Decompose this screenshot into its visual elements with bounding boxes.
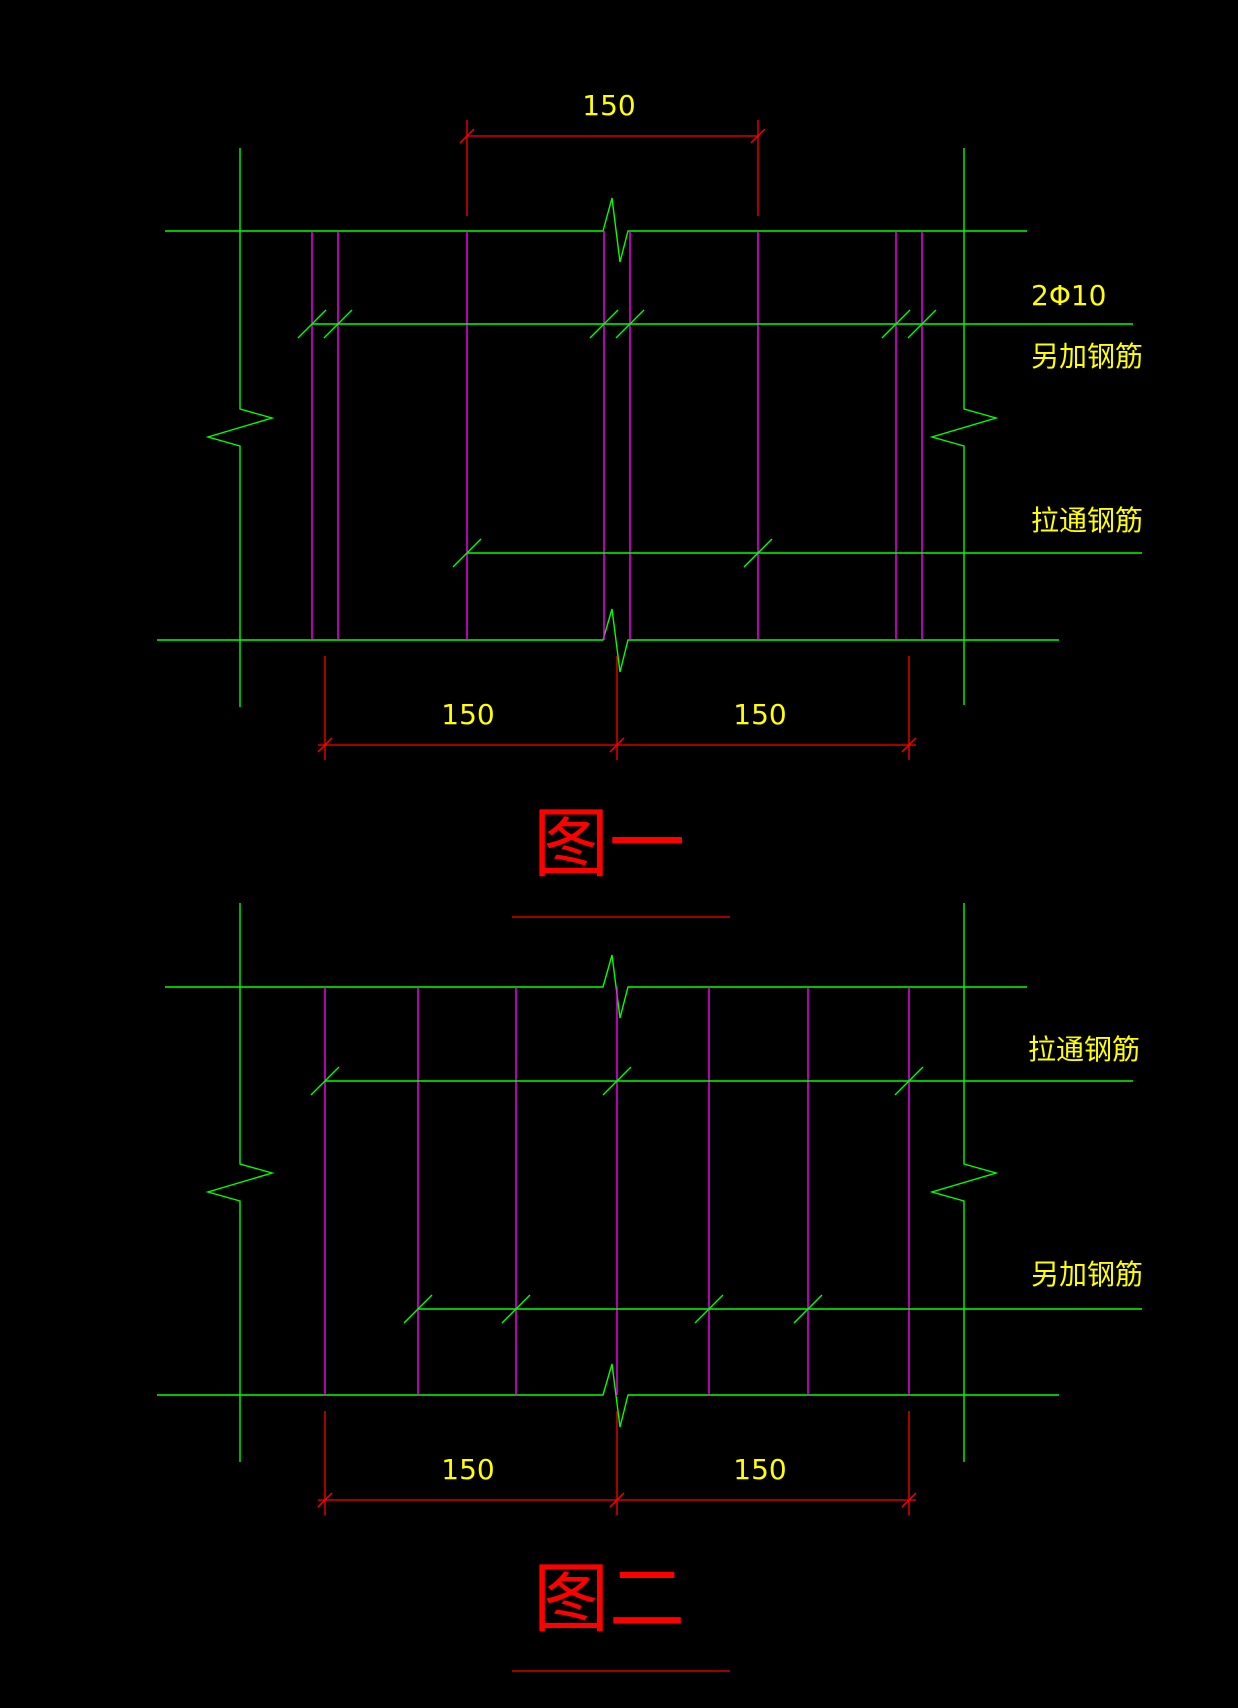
fig1-dim-tick bbox=[901, 737, 917, 753]
fig2-bottom-dimension-left: 150 bbox=[441, 1453, 494, 1486]
fig1-dim-tick bbox=[750, 128, 766, 144]
fig2-additional-rebar-label: 另加钢筋 bbox=[1031, 1258, 1143, 1291]
fig2-rebar-tick bbox=[793, 1294, 823, 1324]
fig2-top-line-with-break bbox=[165, 954, 1027, 1019]
fig2-rebar-tick bbox=[403, 1294, 433, 1324]
fig2-bottom-line-with-break bbox=[157, 1363, 1059, 1428]
fig2-title: 图二 bbox=[533, 1554, 685, 1643]
figure-1: 150 150 150 2Φ10 另加钢筋 拉通钢筋 图一 bbox=[157, 89, 1143, 918]
fig1-rebar-tick bbox=[323, 309, 353, 339]
fig1-dim-tick bbox=[317, 737, 333, 753]
fig2-rebar-tick bbox=[694, 1294, 724, 1324]
fig2-rebar-tick bbox=[602, 1066, 632, 1096]
fig1-title: 图一 bbox=[533, 799, 685, 888]
fig2-right-column-with-break bbox=[929, 903, 999, 1462]
fig2-dim-tick bbox=[317, 1492, 333, 1508]
fig1-rebar-tick bbox=[881, 309, 911, 339]
fig1-rebar-spec-label: 2Φ10 bbox=[1031, 279, 1106, 312]
fig1-dim-tick bbox=[609, 737, 625, 753]
fig1-rebar-tick bbox=[907, 309, 937, 339]
fig1-rebar-tick bbox=[589, 309, 619, 339]
fig2-bottom-dimension-right: 150 bbox=[733, 1453, 786, 1486]
fig2-left-column-with-break bbox=[205, 903, 275, 1462]
fig1-bottom-line-with-break bbox=[157, 608, 1059, 673]
fig2-rebar-tick bbox=[501, 1294, 531, 1324]
fig1-top-dimension-text: 150 bbox=[582, 89, 635, 122]
figure-2: 150 150 拉通钢筋 另加钢筋 图二 bbox=[157, 903, 1143, 1672]
fig1-top-line-with-break bbox=[165, 197, 1027, 263]
fig1-rebar-tick bbox=[743, 538, 773, 568]
fig1-rebar-tick bbox=[452, 538, 482, 568]
fig1-bottom-dimension-left: 150 bbox=[441, 698, 494, 731]
fig2-dim-tick bbox=[901, 1492, 917, 1508]
fig1-through-rebar-label: 拉通钢筋 bbox=[1031, 504, 1143, 537]
fig1-bottom-dimension-right: 150 bbox=[733, 698, 786, 731]
fig2-through-rebar-label: 拉通钢筋 bbox=[1028, 1033, 1140, 1066]
fig1-left-column-with-break bbox=[205, 148, 275, 707]
fig2-dim-tick bbox=[609, 1492, 625, 1508]
fig1-rebar-tick bbox=[297, 309, 327, 339]
fig2-rebar-tick bbox=[894, 1066, 924, 1096]
fig1-rebar-tick bbox=[615, 309, 645, 339]
fig2-rebar-tick bbox=[310, 1066, 340, 1096]
fig1-dim-tick bbox=[459, 128, 475, 144]
fig1-right-column-with-break bbox=[929, 148, 999, 705]
fig1-additional-rebar-label: 另加钢筋 bbox=[1031, 340, 1143, 373]
